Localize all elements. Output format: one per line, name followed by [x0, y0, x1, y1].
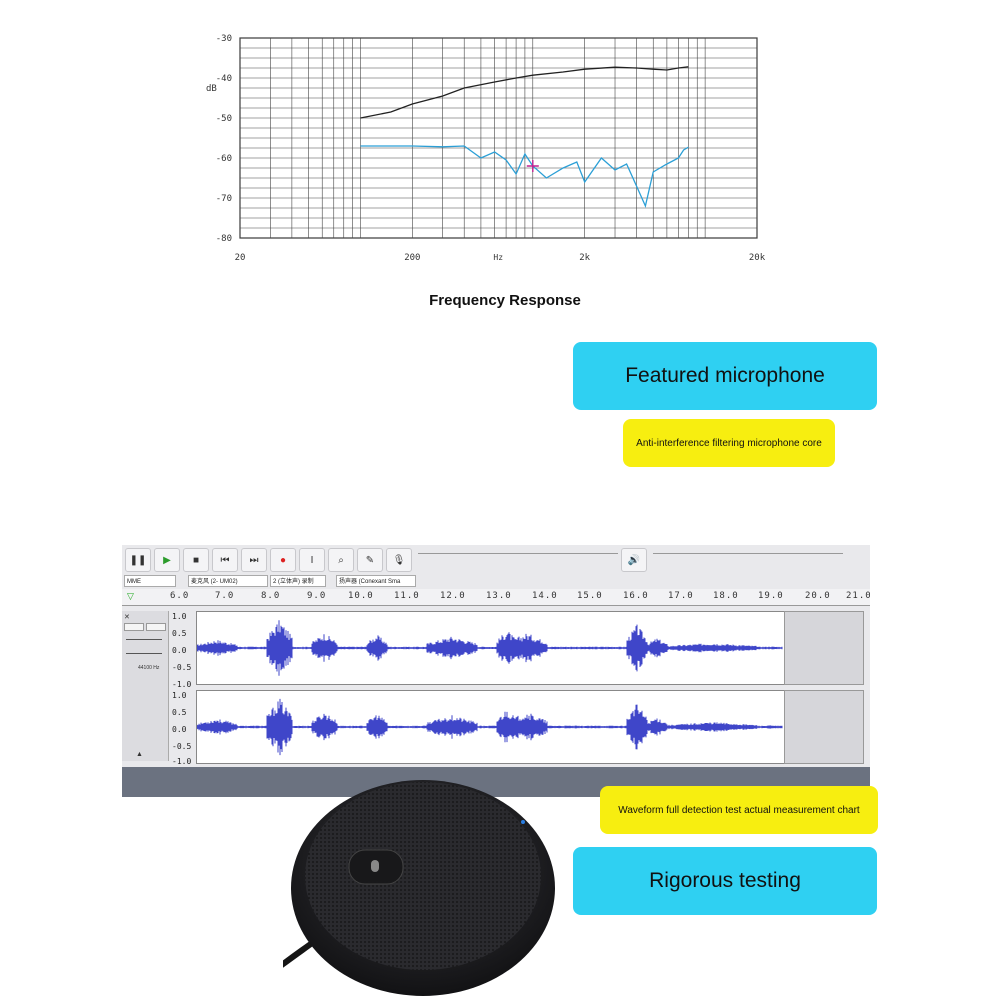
y-tick-label: -30 [216, 34, 232, 44]
skip-end-button[interactable]: ⏭ [241, 548, 267, 572]
record-meter [418, 552, 618, 568]
amplitude-label: 0.5 [172, 708, 187, 717]
playback-meter [653, 552, 843, 568]
boundary-microphone-image [283, 780, 555, 996]
playback-meter-icon: 🔊 [621, 548, 647, 572]
amplitude-label: -0.5 [172, 742, 192, 751]
x-tick-label: 2k [579, 253, 590, 263]
frequency-response-chart: -30 -40 -50 -60 -70 -80 dB 20 200 2k 20k Hz [206, 34, 766, 263]
x-tick-label: 200 [404, 253, 420, 263]
solo-button[interactable] [146, 623, 166, 631]
y-tick-label: -50 [216, 114, 232, 124]
amplitude-label: 0.0 [172, 646, 187, 655]
gain-slider[interactable] [126, 639, 162, 640]
series-line-1 [360, 66, 689, 119]
waveform-test-label: Waveform full detection test actual meas… [600, 786, 878, 834]
track-control-panel[interactable]: ✕ 44100 Hz ▲ [122, 611, 169, 761]
stop-button[interactable]: ■ [183, 548, 209, 572]
waveform-path [196, 620, 783, 676]
series-line-2 [360, 145, 689, 209]
timeline-tick: 11.0 [394, 591, 420, 601]
x-tick-label: 20 [235, 253, 246, 263]
record-meter-icon: 🎙 [386, 548, 412, 572]
output-device-select[interactable]: 扬声器 (Conexant Sma [336, 575, 416, 587]
timeline-tick: 18.0 [713, 591, 739, 601]
amplitude-label: 0.5 [172, 629, 187, 638]
timeline-tick: 13.0 [486, 591, 512, 601]
waveform-right [196, 698, 783, 756]
timeline-tick: 10.0 [348, 591, 374, 601]
amplitude-label: 1.0 [172, 612, 187, 621]
pause-button[interactable]: ❚❚ [125, 548, 151, 572]
amplitude-label: -0.5 [172, 663, 192, 672]
status-led-icon [521, 820, 525, 824]
timeline-tick: 19.0 [758, 591, 784, 601]
y-axis-label: dB [206, 84, 217, 94]
y-tick-label: -40 [216, 74, 232, 84]
microphone-icon [371, 860, 379, 872]
amplitude-label: -1.0 [172, 680, 192, 689]
host-select[interactable]: MME [124, 575, 176, 587]
timeline-tick: 16.0 [623, 591, 649, 601]
timeline-tick: 9.0 [307, 591, 327, 601]
timeline-ruler[interactable]: ▽ 6.0 7.0 8.0 9.0 10.0 11.0 12.0 13.0 14… [122, 589, 870, 606]
y-tick-label: -70 [216, 194, 232, 204]
timeline-tick: 15.0 [577, 591, 603, 601]
collapse-track-icon[interactable]: ▲ [136, 751, 143, 758]
anti-interference-label: Anti-interference filtering microphone c… [623, 419, 835, 467]
timeline-tick: 7.0 [215, 591, 235, 601]
waveform-path [196, 698, 783, 756]
zoom-tool-icon[interactable]: ⌕ [328, 548, 354, 572]
timeline-tick: 21.0 [846, 591, 870, 601]
cursor-marker-icon [526, 160, 539, 172]
featured-microphone-label: Featured microphone [573, 342, 877, 410]
pan-slider[interactable] [126, 653, 162, 654]
x-tick-label: 20k [749, 253, 766, 263]
empty-track-area [784, 611, 864, 685]
draw-tool-icon[interactable]: ✎ [357, 548, 383, 572]
timeline-tick: 6.0 [170, 591, 190, 601]
timeline-tick: 20.0 [805, 591, 831, 601]
amplitude-label: 0.0 [172, 725, 187, 734]
amplitude-label: -1.0 [172, 757, 192, 766]
close-track-icon[interactable]: ✕ [124, 614, 130, 621]
track-info: 44100 Hz [138, 665, 160, 671]
timeline-tick: 12.0 [440, 591, 466, 601]
timeline-tick: 17.0 [668, 591, 694, 601]
y-tick-label: -80 [216, 234, 232, 244]
waveform-lane-right[interactable] [196, 690, 786, 764]
amplitude-label: 1.0 [172, 691, 187, 700]
play-button[interactable]: ▶ [154, 548, 180, 572]
mute-button[interactable] [124, 623, 144, 631]
channels-select[interactable]: 2 (立体声) 录制 [270, 575, 326, 587]
audacity-window: ❚❚ ▶ ■ ⏮ ⏭ ● I ⌕ ✎ 🎙 🔊 MME 麦克风 (2- UM02)… [122, 545, 870, 797]
skip-start-button[interactable]: ⏮ [212, 548, 238, 572]
input-device-select[interactable]: 麦克风 (2- UM02) [188, 575, 268, 587]
record-button[interactable]: ● [270, 548, 296, 572]
waveform-left [196, 620, 783, 676]
selection-tool-icon[interactable]: I [299, 548, 325, 572]
transport-toolbar: ❚❚ ▶ ■ ⏮ ⏭ ● I ⌕ ✎ 🎙 🔊 [122, 545, 843, 575]
chart-title: Frequency Response [429, 292, 581, 309]
x-axis-label: Hz [493, 253, 503, 262]
y-tick-label: -60 [216, 154, 232, 164]
timeline-tick: 8.0 [261, 591, 281, 601]
timeline-tick: 14.0 [532, 591, 558, 601]
empty-track-area [784, 690, 864, 764]
rigorous-testing-label: Rigorous testing [573, 847, 877, 915]
waveform-lane-left[interactable] [196, 611, 786, 685]
playhead-marker-icon: ▽ [127, 591, 134, 601]
